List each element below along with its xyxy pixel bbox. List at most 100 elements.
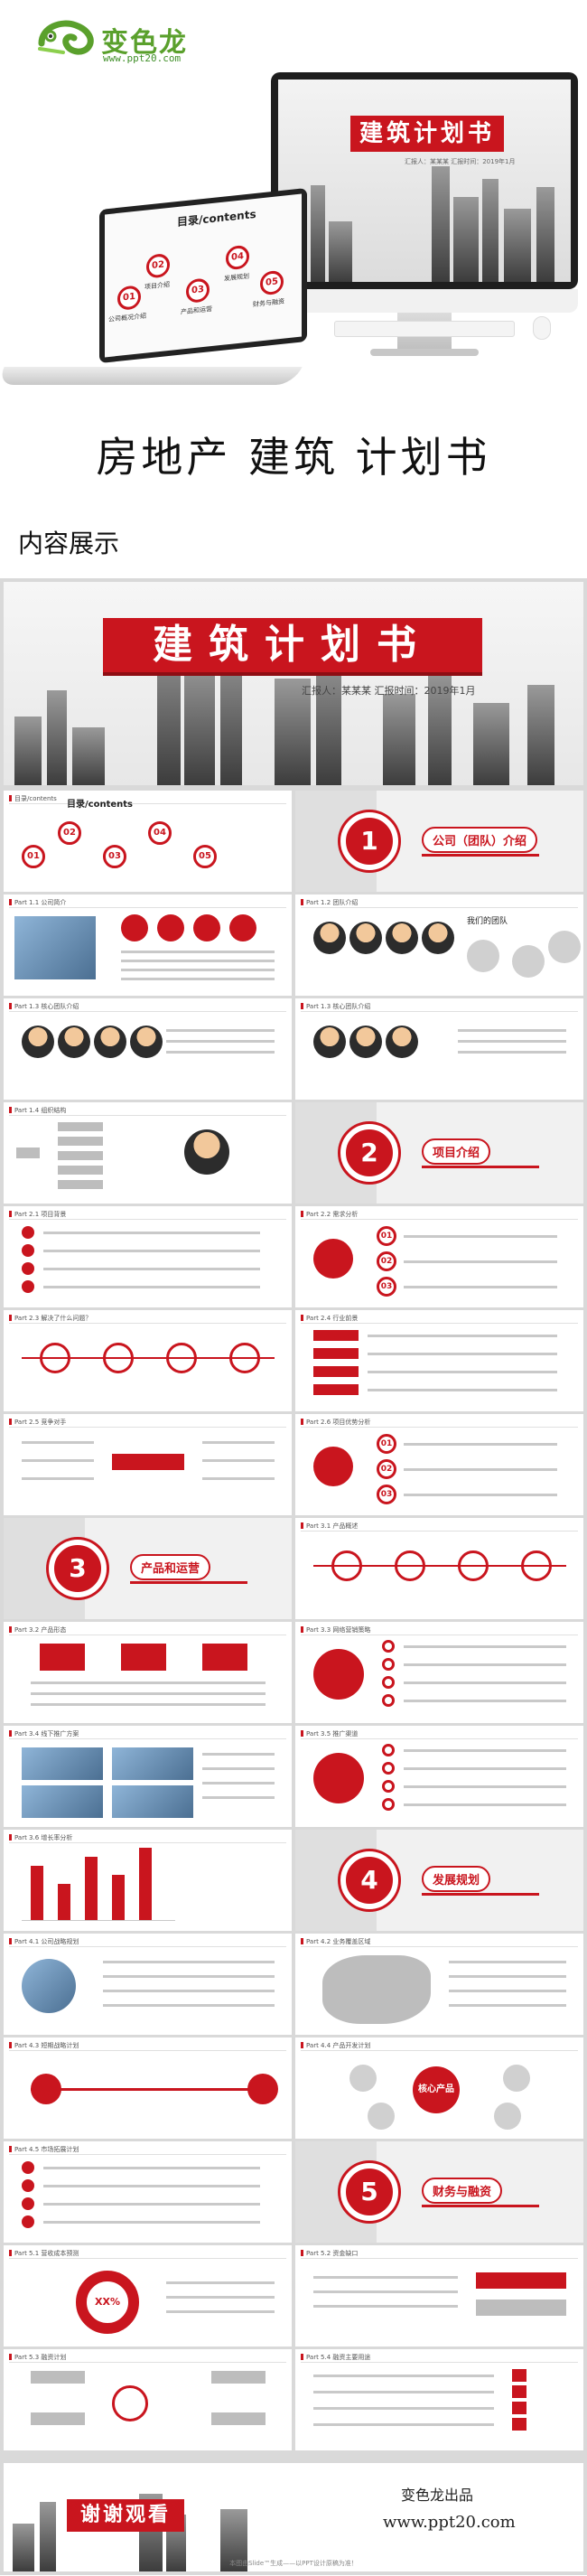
section-underline <box>422 854 539 857</box>
slide-header-rule <box>9 1738 286 1739</box>
text-line <box>404 1749 566 1752</box>
arrow-tag <box>313 1366 359 1377</box>
team-member-avatar <box>422 922 454 954</box>
slide-thumb-9: Part 2.1 项目背景 <box>4 1206 292 1307</box>
monitor-reporter: 汇报人：某某某 汇报时间：2019年1月 <box>405 158 516 165</box>
node-dot <box>382 1762 395 1775</box>
text-line <box>404 1767 566 1770</box>
product-circle <box>494 2103 521 2130</box>
footer-url: www.ppt20.com <box>383 2513 516 2532</box>
slide-thumb-31: Part 5.3 融资计划 <box>4 2349 292 2450</box>
toc-circle: 05 <box>193 845 217 868</box>
slide-header: Part 2.5 竞争对手 <box>9 1418 66 1427</box>
node-dot <box>382 1798 395 1811</box>
text-line <box>313 2423 494 2426</box>
text-line <box>313 2276 458 2279</box>
team-member-avatar <box>349 1026 382 1058</box>
org-node <box>58 1166 103 1175</box>
slide-header: Part 5.3 融资计划 <box>9 2353 66 2362</box>
slide-header-rule <box>9 1219 286 1220</box>
value-circle <box>229 914 256 941</box>
text-line <box>43 2203 260 2206</box>
emphasis-circle <box>313 1447 353 1486</box>
text-line <box>166 2281 275 2284</box>
brand-name: 变色龙 <box>101 27 188 59</box>
slide-header-rule <box>9 1427 286 1428</box>
slide-header: Part 1.3 核心团队介绍 <box>301 1002 370 1011</box>
gallery-photo <box>22 1747 103 1780</box>
city-skyline <box>278 161 571 282</box>
slide-thumb-32: Part 5.4 融资主要用途 <box>295 2349 583 2450</box>
text-line <box>404 1286 557 1288</box>
list-bullet <box>22 1280 34 1293</box>
list-bullet <box>22 2179 34 2192</box>
mouse <box>533 316 551 340</box>
text-line <box>313 2375 494 2377</box>
thanks-banner: 谢谢观看 <box>67 2499 184 2532</box>
text-line <box>31 1681 266 1684</box>
core-product-circle: 核心产品 <box>413 2066 460 2113</box>
connector-line <box>22 1357 275 1359</box>
arrow-tag <box>313 1330 359 1341</box>
slide-thumb-12: Part 2.4 行业前景 <box>295 1310 583 1411</box>
text-line <box>31 1692 266 1695</box>
slide-thumb-3: Part 1.1 公司简介 <box>4 895 292 996</box>
text-line <box>404 1443 557 1446</box>
arrow-tag <box>313 1384 359 1395</box>
section-number: 3 <box>49 1540 107 1597</box>
brand-logo: 变色龙 www.ppt20.com <box>36 16 235 64</box>
slide-header: Part 1.2 团队介绍 <box>301 898 358 907</box>
text-line <box>313 2391 494 2393</box>
slide-thumb-16: Part 3.1 产品概述 <box>295 1518 583 1619</box>
use-marker <box>512 2369 526 2382</box>
section-title: 财务与融资 <box>422 2178 503 2204</box>
slide-header: Part 4.3 短期战略计划 <box>9 2041 79 2050</box>
slide-header-rule <box>301 1219 578 1220</box>
section-title: 产品和运营 <box>130 1554 211 1580</box>
flow-box <box>31 2412 85 2425</box>
slide-header: Part 3.1 产品概述 <box>301 1522 358 1531</box>
slide-header-rule <box>9 1946 286 1947</box>
monitor-mockup: 建筑计划书 汇报人：某某某 汇报时间：2019年1月 <box>262 72 587 361</box>
toc-num-04: 04 <box>226 244 249 271</box>
team-member-avatar <box>130 1026 163 1058</box>
text-line <box>43 1232 260 1234</box>
hero-mockup: 建筑计划书 汇报人：某某某 汇报时间：2019年1月 目录/contents 0… <box>0 36 587 398</box>
slide-thumb-15: 3 产品和运营 <box>4 1518 292 1619</box>
arrow-tag <box>313 1348 359 1359</box>
section-number: 2 <box>340 1124 398 1182</box>
slide-header: Part 4.5 市场拓展计划 <box>9 2145 79 2154</box>
team-member-avatar <box>58 1026 90 1058</box>
slide-header: Part 2.6 项目优势分析 <box>301 1418 370 1427</box>
slide-thumb-26: Part 4.4 产品开发计划核心产品 <box>295 2037 583 2139</box>
text-line <box>202 1796 275 1799</box>
step-number: 03 <box>377 1277 396 1297</box>
page-title: 房地产 建筑 计划书 <box>96 433 491 482</box>
center-hub <box>313 1753 364 1803</box>
chart-axis <box>22 1920 175 1921</box>
slide-thumb-6: Part 1.3 核心团队介绍 <box>295 998 583 1100</box>
section-number: 4 <box>340 1851 398 1909</box>
funding-tag <box>476 2272 566 2289</box>
section-heading: 内容展示 <box>18 529 120 558</box>
chart-bar <box>58 1884 70 1920</box>
team-member-avatar <box>386 922 418 954</box>
value-circle <box>157 914 184 941</box>
slide-thumb-13: Part 2.5 竞争对手 <box>4 1414 292 1515</box>
product-circle <box>349 2065 377 2092</box>
slide-thumb-24: Part 4.2 业务覆盖区域 <box>295 1934 583 2035</box>
monitor-frame: 建筑计划书 汇报人：某某某 汇报时间：2019年1月 <box>271 72 578 289</box>
step-number: 02 <box>377 1459 396 1479</box>
text-line <box>368 1389 557 1391</box>
list-bullet <box>22 1262 34 1275</box>
slide-thumb-20: Part 3.5 推广渠道 <box>295 1726 583 1827</box>
team-member-avatar <box>94 1026 126 1058</box>
text-line <box>22 1441 94 1444</box>
slide-header-rule <box>9 2050 286 2051</box>
slide-header: Part 2.3 解决了什么问题？ <box>9 1314 91 1323</box>
flow-center <box>112 2385 148 2421</box>
text-line <box>43 2167 260 2169</box>
text-line <box>202 1477 275 1480</box>
